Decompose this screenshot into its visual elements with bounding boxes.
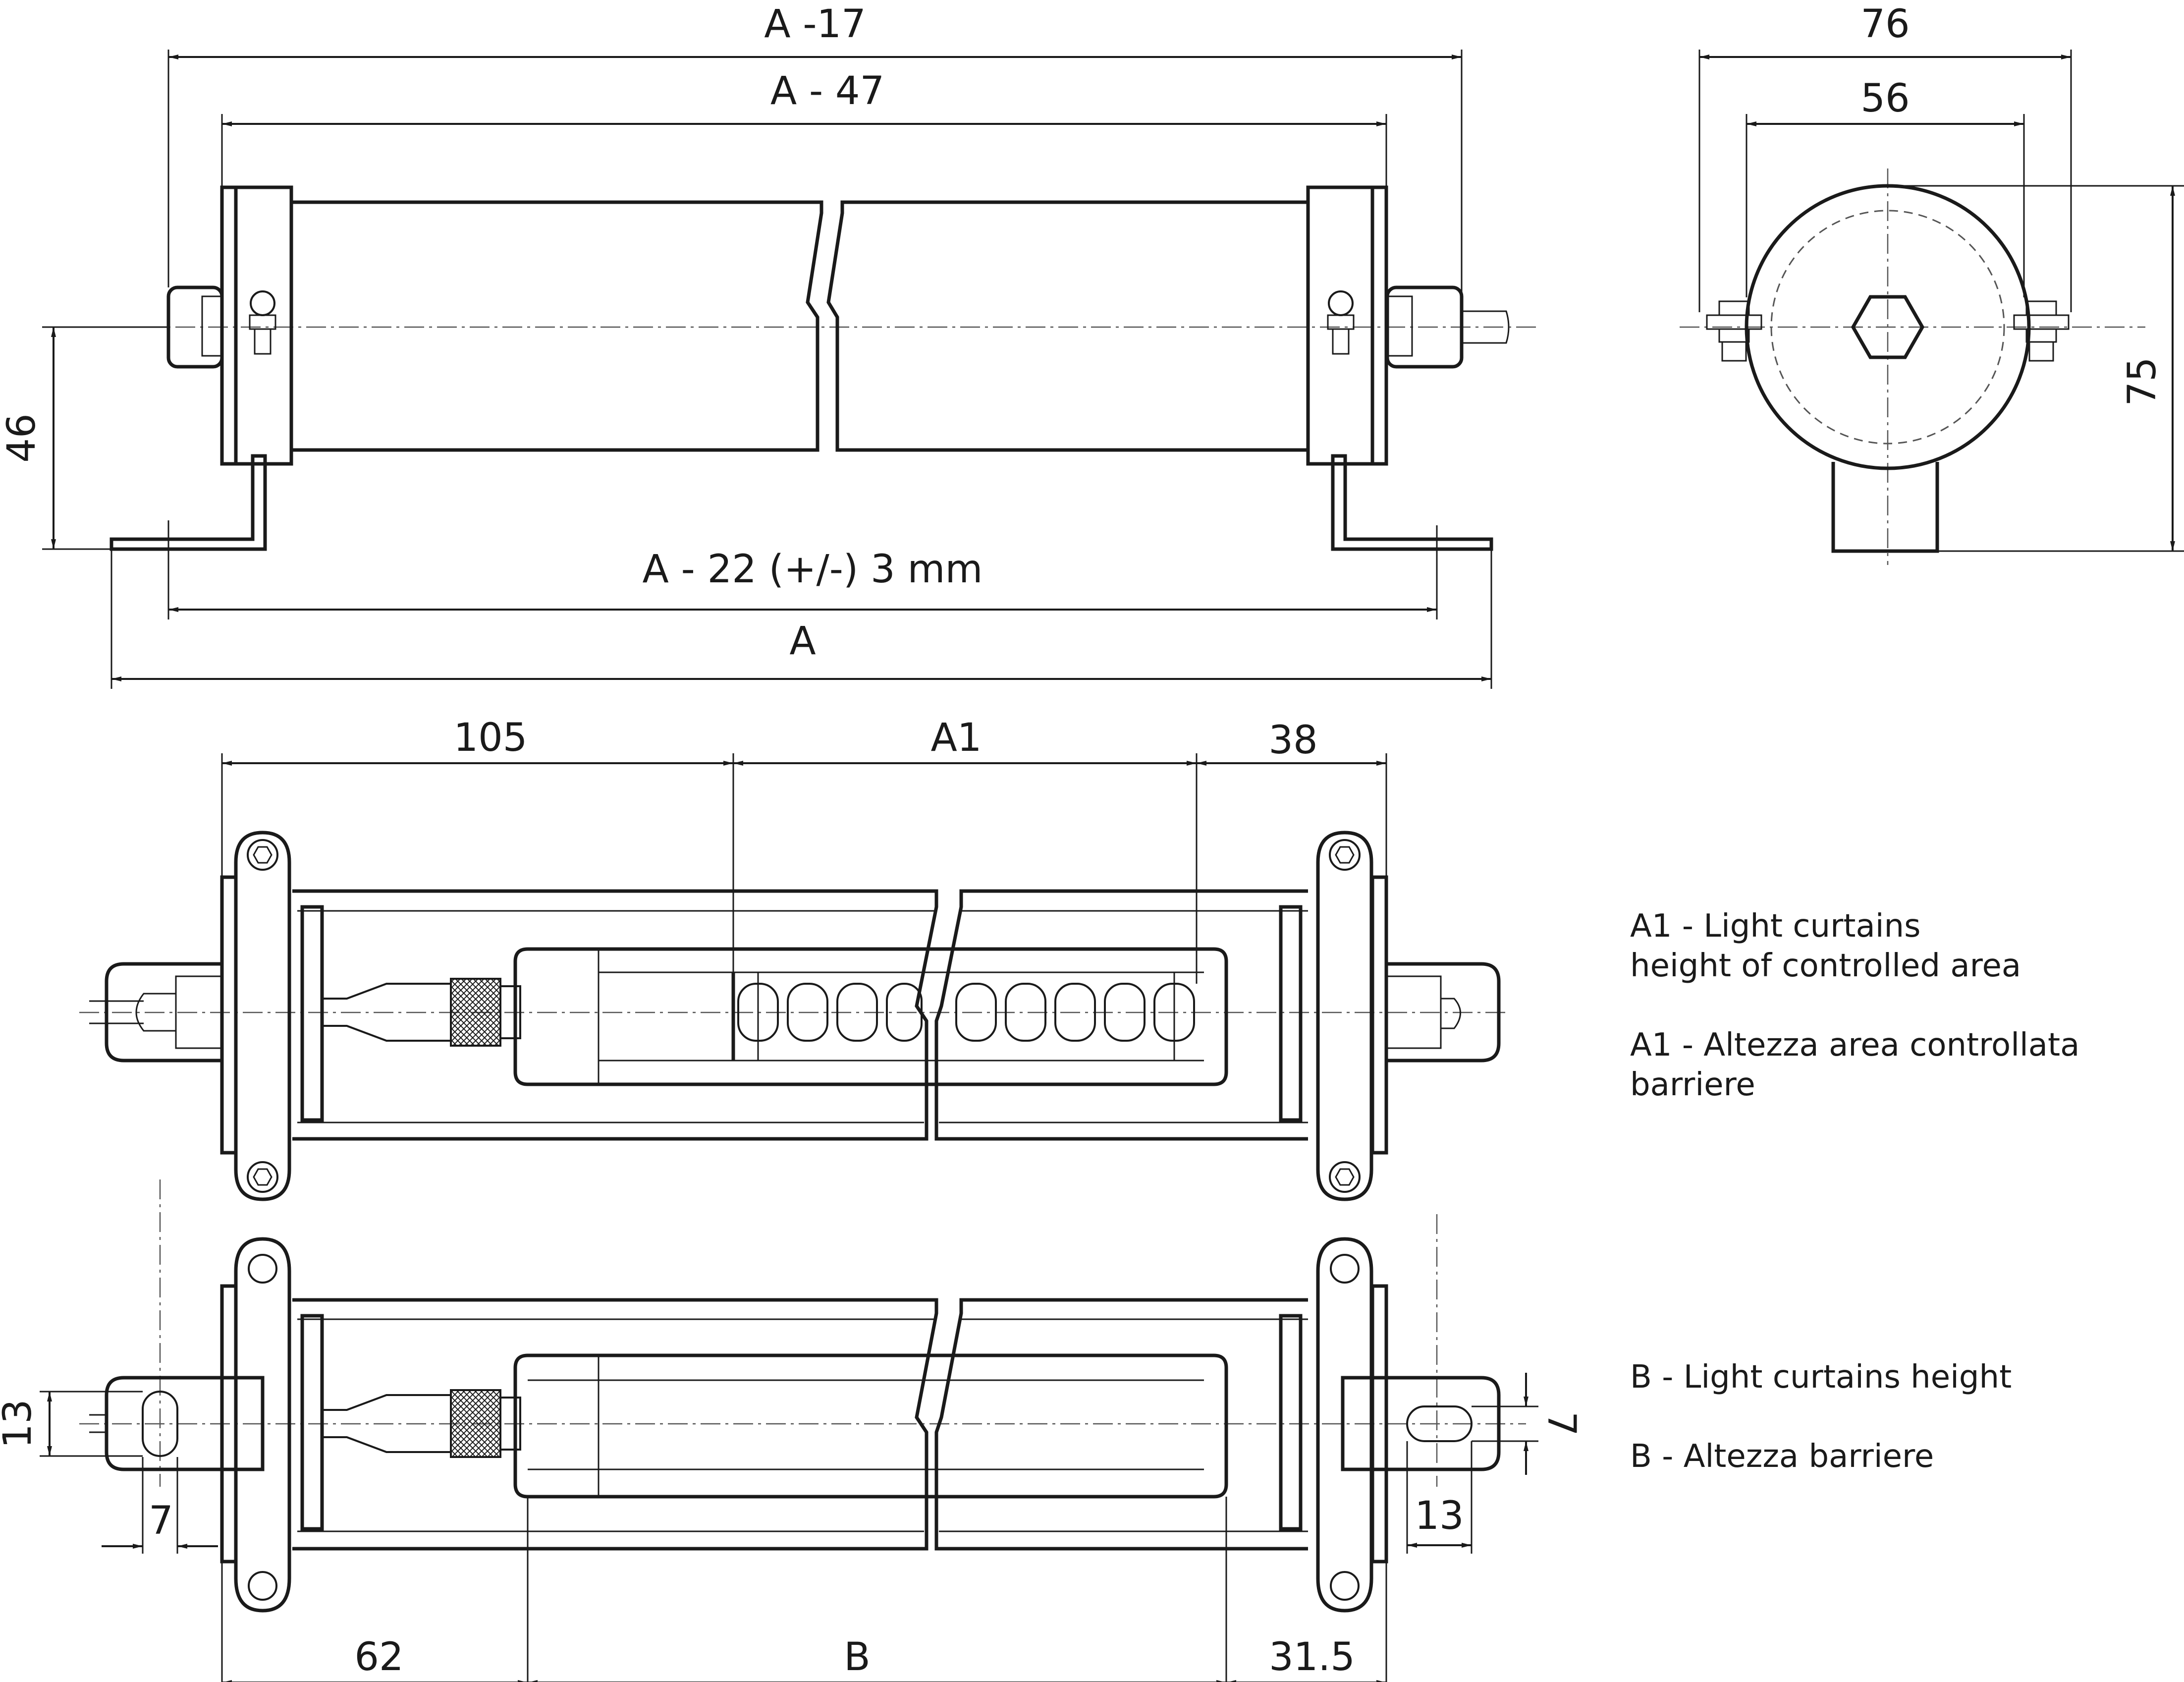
b-view-dimensions: 62 B 31.5 13 7 7 13 bbox=[0, 1373, 1583, 1682]
dim-38: 38 bbox=[1268, 718, 1317, 763]
dim-31-5: 31.5 bbox=[1269, 1635, 1355, 1680]
dim-a-minus-17: A -17 bbox=[764, 2, 866, 47]
dim-56: 56 bbox=[1860, 76, 1910, 121]
note-a1-it-line1: A1 - Altezza area controllata bbox=[1630, 1027, 2079, 1064]
dim-a: A bbox=[789, 619, 816, 664]
dim-46: 46 bbox=[0, 413, 44, 462]
dim-b: B bbox=[844, 1635, 871, 1680]
note-b-it: B - Altezza barriere bbox=[1630, 1438, 1934, 1475]
top-view-a1 bbox=[79, 831, 1506, 1201]
dim-75: 75 bbox=[2120, 357, 2165, 406]
legend-notes: A1 - Light curtains height of controlled… bbox=[1630, 908, 2079, 1475]
dim-13-left: 13 bbox=[0, 1399, 40, 1448]
dim-76: 76 bbox=[1860, 2, 1910, 47]
dim-a-minus-47: A - 47 bbox=[770, 69, 884, 113]
dim-62: 62 bbox=[354, 1635, 403, 1680]
bottom-view-b bbox=[79, 1179, 1526, 1613]
dim-7-left: 7 bbox=[149, 1499, 173, 1543]
dim-13-right: 13 bbox=[1415, 1494, 1464, 1538]
note-a1-en-line2: height of controlled area bbox=[1630, 948, 2021, 984]
dim-a1: A1 bbox=[931, 716, 982, 760]
note-a1-en-line1: A1 - Light curtains bbox=[1630, 908, 1920, 945]
dim-105: 105 bbox=[454, 716, 528, 760]
end-view bbox=[1680, 168, 2145, 565]
end-view-dimensions: 76 56 75 bbox=[1698, 2, 2184, 552]
a1-view-dimensions: 105 A1 38 bbox=[221, 716, 1387, 984]
dim-7-right: 7 bbox=[1539, 1411, 1583, 1436]
side-view bbox=[45, 185, 1536, 551]
dim-a-minus-22: A - 22 (+/-) 3 mm bbox=[643, 547, 983, 592]
side-view-dimensions: A -17 A - 47 A - 22 (+/-) 3 mm A 46 bbox=[0, 2, 1492, 689]
note-a1-it-line2: barriere bbox=[1630, 1066, 1755, 1103]
note-b-en: B - Light curtains height bbox=[1630, 1359, 2012, 1396]
